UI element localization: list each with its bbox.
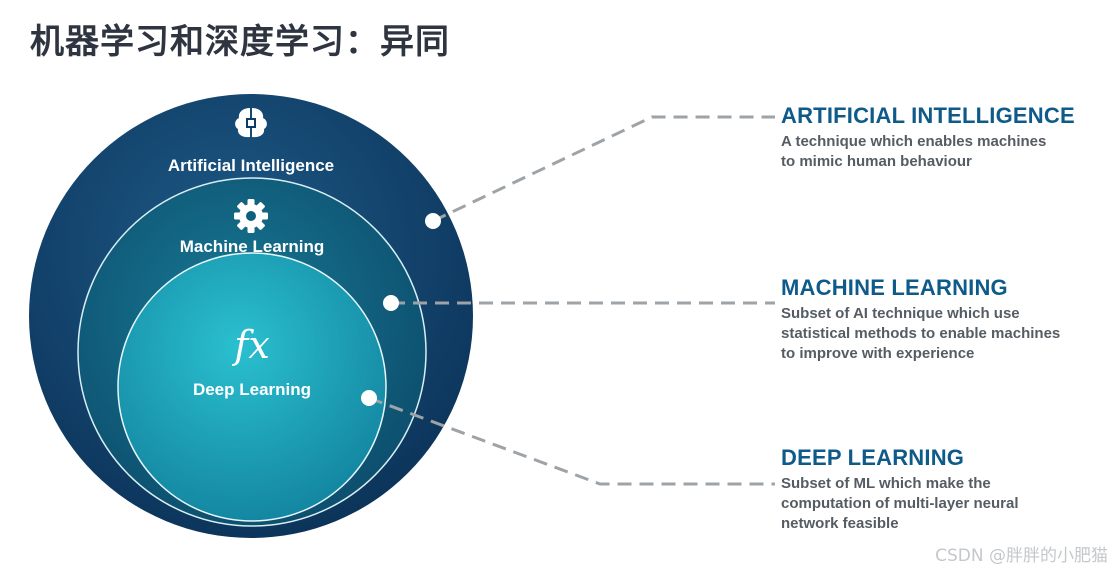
- dl-description-line: Subset of ML which make the: [781, 475, 991, 492]
- ai-description-line: to mimic human behaviour: [781, 153, 972, 170]
- ai-connector-line: [432, 115, 775, 223]
- ml-description-block: MACHINE LEARNING Subset of AI technique …: [781, 275, 1111, 364]
- ml-description-line: statistical methods to enable machines: [781, 325, 1061, 342]
- dl-description-block: DEEP LEARNING Subset of ML which make th…: [781, 445, 1111, 534]
- ai-description: A technique which enables machines to mi…: [781, 132, 1111, 172]
- ai-description-block: ARTIFICIAL INTELLIGENCE A technique whic…: [781, 103, 1111, 172]
- ai-description-line: A technique which enables machines: [781, 133, 1047, 150]
- page-title: 机器学习和深度学习：异同: [30, 22, 450, 62]
- function-fx-icon: fx: [231, 323, 270, 367]
- ml-description: Subset of AI technique which use statist…: [781, 304, 1111, 364]
- dl-connector-line: [368, 396, 775, 486]
- dl-description-line: network feasible: [781, 515, 899, 532]
- ml-circle-label: Machine Learning: [180, 237, 325, 256]
- gear-icon: [234, 199, 268, 233]
- dl-heading: DEEP LEARNING: [781, 445, 965, 470]
- ai-circle-label: Artificial Intelligence: [168, 156, 334, 175]
- ai-heading: ARTIFICIAL INTELLIGENCE: [781, 103, 1075, 128]
- ml-heading: MACHINE LEARNING: [781, 275, 1008, 300]
- ml-description-line: Subset of AI technique which use: [781, 305, 1020, 322]
- ml-description-line: to improve with experience: [781, 345, 975, 362]
- dl-description: Subset of ML which make the computation …: [781, 474, 1111, 534]
- dl-description-line: computation of multi-layer neural: [781, 495, 1019, 512]
- watermark: CSDN @胖胖的小肥猫: [935, 546, 1108, 566]
- brain-chip-icon: [235, 108, 267, 138]
- dl-connector-dot: [361, 390, 377, 406]
- dl-circle-label: Deep Learning: [193, 380, 311, 399]
- ml-connector-dot: [383, 295, 399, 311]
- ai-connector-dot: [425, 213, 441, 229]
- dl-circle: [117, 252, 387, 522]
